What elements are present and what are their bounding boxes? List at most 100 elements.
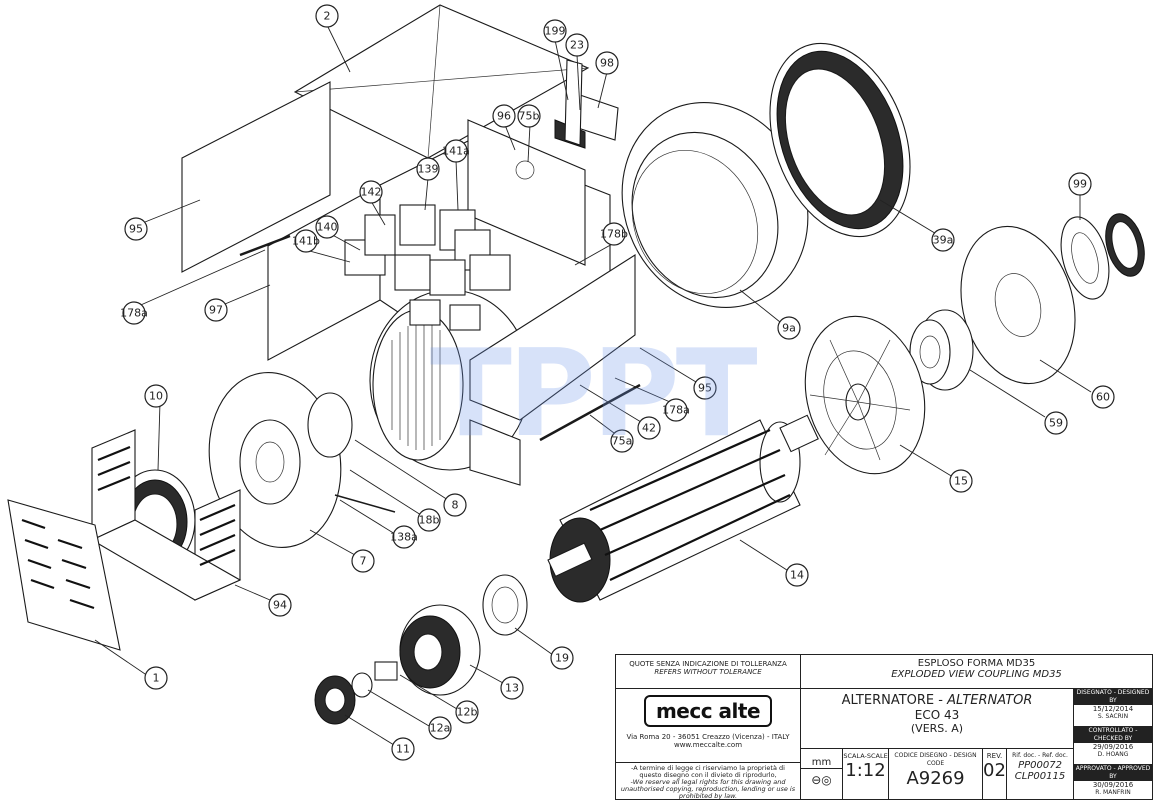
product-version: (VERS. A) <box>910 722 964 735</box>
callout-95-right-label: 95 <box>698 382 712 395</box>
callout-10-label: 10 <box>149 390 163 403</box>
ref-1: PP00072 <box>1018 760 1062 771</box>
code-cell: CODICE DISEGNO - DESIGN CODE A9269 <box>889 749 983 799</box>
company-logo: mecc alte <box>643 695 773 727</box>
callout-140-label: 140 <box>317 221 338 234</box>
product-model: ECO 43 <box>914 708 960 722</box>
callout-1: 1 <box>144 666 168 690</box>
legal-en: -We reserve all legal rights for this dr… <box>620 778 796 800</box>
ref-cell: Rif. doc. - Ref. doc. PP00072 CLP00115 <box>1007 749 1074 799</box>
callout-97-label: 97 <box>209 304 223 317</box>
rev-label: REV. <box>986 752 1003 760</box>
rev-value: 02 <box>983 760 1006 781</box>
callout-13: 13 <box>500 676 524 700</box>
callout-15-label: 15 <box>954 475 968 488</box>
grille-cover-1 <box>7 499 121 651</box>
designed-by: S. SACRIN <box>1097 713 1129 720</box>
callout-8: 8 <box>443 493 467 517</box>
callout-199: 199 <box>543 19 567 43</box>
callout-19-label: 19 <box>555 652 569 665</box>
side-panel-left <box>181 81 331 273</box>
rectifier-parts <box>314 661 398 725</box>
top-cover <box>293 4 590 159</box>
callout-60: 60 <box>1091 385 1115 409</box>
callout-94: 94 <box>268 593 292 617</box>
callout-98-label: 98 <box>600 57 614 70</box>
callout-39a: 39a <box>931 228 955 252</box>
frame-body <box>267 119 636 486</box>
tolerance-it: QUOTE SENZA INDICAZIONE DI TOLLERANZA <box>629 660 787 668</box>
callout-12b: 12b <box>455 700 479 724</box>
watermark-text: TPPT <box>430 325 758 464</box>
grille-cover-94 <box>90 429 242 601</box>
callout-96-label: 96 <box>497 110 511 123</box>
product-separator: - <box>934 693 948 708</box>
callout-19: 19 <box>550 646 574 670</box>
callout-7-label: 7 <box>360 555 367 568</box>
rev-cell: REV. 02 <box>983 749 1007 799</box>
callout-18b-label: 18b <box>419 514 440 527</box>
callout-39a-label: 39a <box>933 234 954 247</box>
callout-75b-label: 75b <box>519 110 540 123</box>
checked-cell: CONTROLLATO - CHECKED BY 29/09/2016 D. H… <box>1074 727 1152 765</box>
callout-99-label: 99 <box>1073 178 1087 191</box>
callout-75a-label: 75a <box>612 435 633 448</box>
callout-178a-right: 178a <box>662 398 690 422</box>
designed-date: 15/12/2014 <box>1092 705 1134 713</box>
scale-cell: SCALA-SCALE 1:12 <box>843 749 889 799</box>
product-it: ALTERNATORE <box>841 693 935 708</box>
leader-lines <box>94 24 1092 746</box>
drawing-title-cell: ESPLOSO FORMA MD35 EXPLODED VIEW COUPLIN… <box>801 655 1152 689</box>
callout-13-label: 13 <box>505 682 519 695</box>
callout-8-label: 8 <box>452 499 459 512</box>
company-address: Via Roma 20 - 36051 Creazzo (Vicenza) - … <box>626 733 790 741</box>
unit-label: mm <box>801 757 842 769</box>
scale-label: SCALA-SCALE <box>843 752 888 760</box>
callout-42: 42 <box>637 416 661 440</box>
rotor <box>547 414 819 603</box>
unit-cell: mm ⊖◎ <box>801 749 843 799</box>
product-en: ALTERNATOR <box>947 693 1033 708</box>
callout-42-label: 42 <box>642 422 656 435</box>
callout-139: 139 <box>416 157 440 181</box>
callout-178a-left-label: 178a <box>120 307 148 320</box>
callout-75b: 75b <box>517 104 541 128</box>
coupling-disc <box>960 225 1076 385</box>
callout-139-label: 139 <box>418 163 439 176</box>
callout-95-top-label: 95 <box>129 223 143 236</box>
callout-1-label: 1 <box>153 672 160 685</box>
end-bracket <box>208 372 353 548</box>
company-cell: mecc alte Via Roma 20 - 36051 Creazzo (V… <box>616 689 801 763</box>
callout-141a-label: 141a <box>442 145 470 158</box>
callout-141b: 141b <box>292 229 320 253</box>
callout-141a: 141a <box>442 139 470 163</box>
frame-vent-slots <box>391 322 441 450</box>
callout-2: 2 <box>315 4 339 28</box>
callout-141b-label: 141b <box>292 235 320 248</box>
callout-60-label: 60 <box>1096 391 1110 404</box>
callout-178b-label: 178b <box>600 228 628 241</box>
callout-12b-label: 12b <box>457 706 478 719</box>
designed-cell: DISEGNATO - DESIGNED BY 15/12/2014 S. SA… <box>1074 689 1152 727</box>
coupling-ring <box>1060 213 1145 300</box>
callout-14-label: 14 <box>790 569 804 582</box>
legal-cell: -A termine di legge ci riserviamo la pro… <box>616 763 801 799</box>
callout-138a-label: 138a <box>390 531 418 544</box>
approved-label: APPROVATO - APPROVED BY <box>1074 765 1152 781</box>
callout-138a: 138a <box>390 525 418 549</box>
callout-23: 23 <box>565 33 589 57</box>
callout-142-label: 142 <box>361 186 382 199</box>
callout-59: 59 <box>1044 411 1068 435</box>
title-block: QUOTE SENZA INDICAZIONE DI TOLLERANZA RE… <box>615 654 1153 800</box>
approved-date: 30/09/2016 <box>1092 781 1134 789</box>
drawing-title-en: EXPLODED VIEW COUPLING MD35 <box>891 669 1062 680</box>
exciter-rotor <box>399 604 481 696</box>
callout-199-label: 199 <box>545 25 566 38</box>
checked-date: 29/09/2016 <box>1092 743 1134 751</box>
drawing-title-it: ESPLOSO FORMA MD35 <box>917 658 1036 669</box>
scale-value: 1:12 <box>845 760 886 781</box>
callout-95-top: 95 <box>124 217 148 241</box>
fan <box>804 315 926 475</box>
